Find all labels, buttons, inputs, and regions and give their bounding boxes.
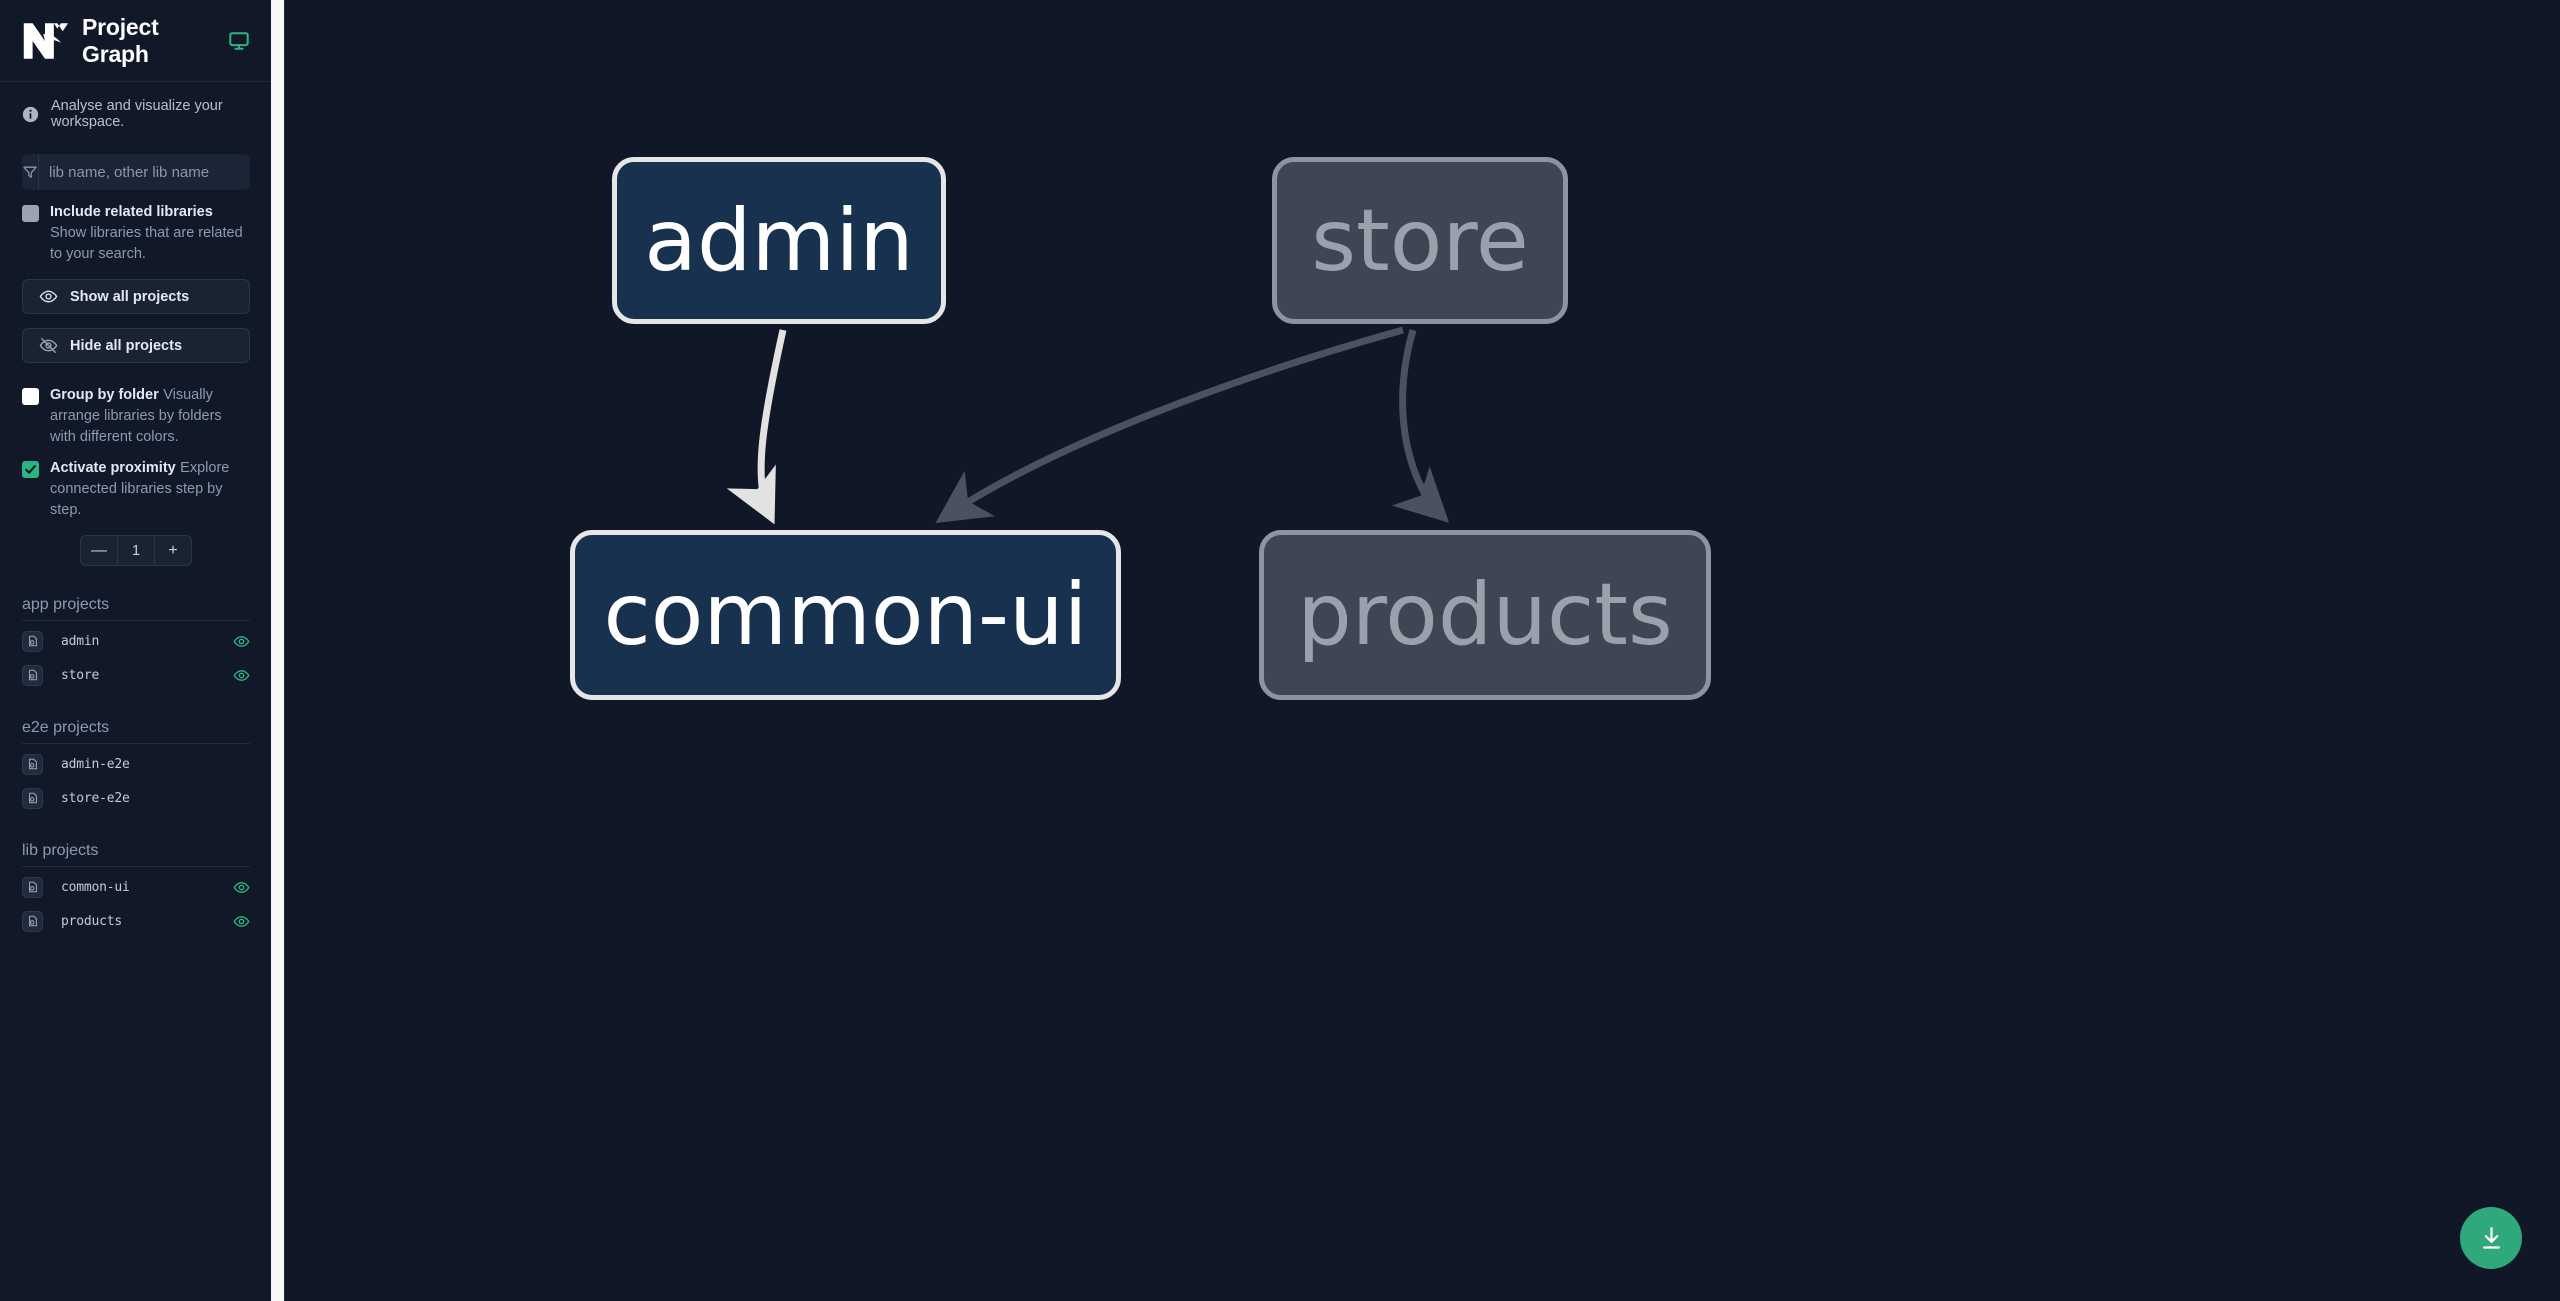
search-field[interactable]	[22, 154, 250, 190]
list-item[interactable]: admin	[22, 627, 250, 655]
graph-node-products[interactable]: products	[1259, 530, 1711, 700]
project-name: products	[61, 913, 123, 929]
option-group-by-folder[interactable]: Group by folder Visually arrange librari…	[0, 363, 272, 448]
project-file-icon	[22, 664, 43, 686]
list-item[interactable]: store-e2e	[22, 784, 250, 812]
project-visibility-eye-icon[interactable]	[233, 667, 250, 684]
project-visibility-eye-icon[interactable]	[233, 913, 250, 930]
edge-store-to-products	[1391, 329, 1450, 523]
graph-node-common-ui[interactable]: common-ui	[570, 530, 1121, 700]
proximity-stepper[interactable]: — 1 +	[80, 535, 192, 567]
group-title-e2e-projects: e2e projects	[22, 719, 250, 745]
option-label: Activate proximity	[50, 460, 176, 477]
option-activate-proximity[interactable]: Activate proximity Explore connected lib…	[0, 448, 272, 521]
graph-node-admin[interactable]: admin	[612, 157, 946, 324]
checkbox-include-related-libraries[interactable]	[22, 205, 39, 222]
project-name: admin-e2e	[61, 756, 130, 772]
project-file-icon	[22, 876, 43, 898]
list-item[interactable]: common-ui	[22, 873, 250, 901]
checkbox-group-by-folder[interactable]	[22, 388, 39, 406]
option-description: Explore connected libraries step by step…	[50, 460, 230, 519]
eye-icon	[39, 287, 58, 306]
graph-node-label: store	[1311, 190, 1529, 291]
option-description: Visually arrange libraries by folders wi…	[50, 387, 222, 446]
edge-admin-to-common-ui	[726, 329, 787, 525]
list-item[interactable]: store	[22, 661, 250, 689]
option-label: Group by folder	[50, 387, 159, 404]
monitor-icon[interactable]	[228, 30, 250, 52]
download-icon	[2478, 1225, 2505, 1252]
option-include-related-libraries[interactable]: Include related libraries Show libraries…	[0, 190, 272, 265]
filter-funnel-icon	[22, 154, 39, 190]
proximity-decrement-button[interactable]: —	[91, 541, 107, 559]
sidebar-tagline: Analyse and visualize your workspace.	[0, 82, 272, 140]
graph-edges-layer	[726, 326, 1450, 525]
graph-node-label: admin	[644, 190, 914, 291]
graph-canvas[interactable]: admin store common-ui products	[285, 0, 2560, 1301]
download-graph-button[interactable]	[2460, 1207, 2522, 1269]
sidebar-tagline-text: Analyse and visualize your workspace.	[51, 98, 223, 130]
search-input[interactable]	[39, 154, 250, 190]
project-file-icon	[22, 630, 43, 652]
show-all-projects-label: Show all projects	[70, 288, 190, 305]
proximity-increment-button[interactable]: +	[154, 536, 191, 566]
list-item[interactable]: products	[22, 907, 250, 935]
proximity-value: 1	[117, 536, 154, 566]
option-label: Include related libraries	[50, 204, 213, 220]
list-item[interactable]: admin-e2e	[22, 750, 250, 778]
project-file-icon	[22, 910, 43, 932]
graph-node-store[interactable]: store	[1272, 157, 1568, 324]
checkbox-activate-proximity[interactable]	[22, 461, 39, 479]
project-visibility-eye-icon[interactable]	[233, 633, 250, 650]
project-file-icon	[22, 787, 43, 809]
group-title-lib-projects: lib projects	[22, 842, 250, 868]
info-icon	[22, 106, 39, 123]
edge-store-to-common-ui	[935, 326, 1404, 523]
group-title-app-projects: app projects	[22, 596, 250, 622]
project-name: store	[61, 667, 100, 683]
option-description: Show libraries that are related to your …	[50, 225, 243, 263]
graph-node-label: common-ui	[603, 565, 1088, 665]
sidebar-scrollbar[interactable]	[271, 0, 284, 1301]
sidebar: Project Graph Analy	[0, 0, 285, 1301]
graph-node-label: products	[1297, 565, 1673, 665]
sidebar-header: Project Graph	[0, 0, 272, 82]
project-file-icon	[22, 753, 43, 775]
project-name: common-ui	[61, 879, 130, 895]
project-visibility-eye-icon[interactable]	[233, 879, 250, 896]
project-name: store-e2e	[61, 790, 130, 806]
hide-all-projects-button[interactable]: Hide all projects	[22, 328, 250, 364]
nx-logo-icon	[22, 21, 68, 61]
eye-off-icon	[39, 336, 58, 355]
project-name: admin	[61, 633, 100, 649]
hide-all-projects-label: Hide all projects	[70, 337, 183, 354]
show-all-projects-button[interactable]: Show all projects	[22, 279, 250, 315]
page-title: Project Graph	[82, 13, 159, 67]
